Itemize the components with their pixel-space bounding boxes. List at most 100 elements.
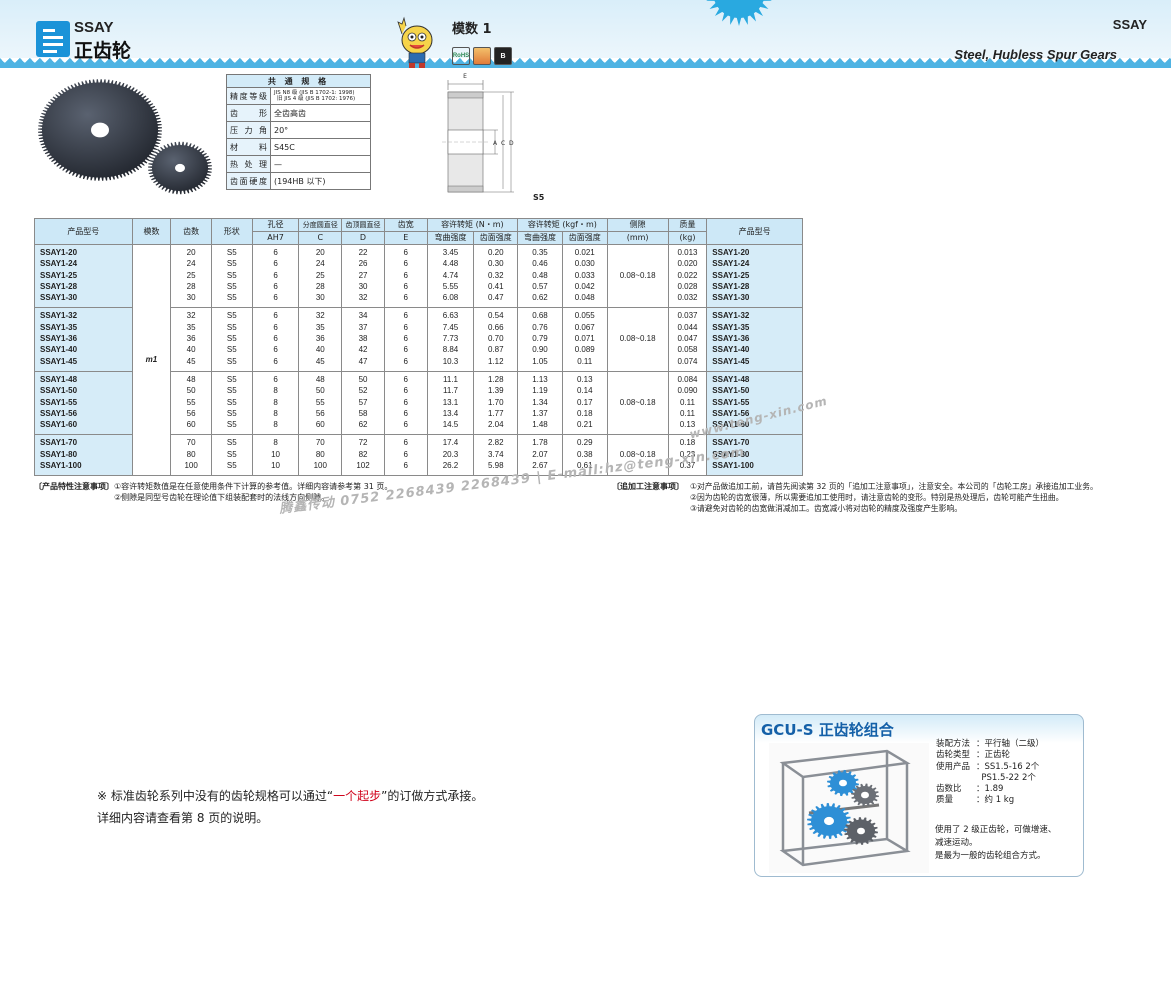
teeth-cell-value: 56 (186, 408, 196, 418)
pitch-dia-cell-value: 28 (315, 281, 325, 291)
mascot-icon (397, 16, 433, 68)
outer-dia-cell-value: 22 (358, 248, 368, 257)
pitch-dia-cell-value: 48 (315, 374, 325, 384)
surface-kgf-cell-value: 0.071 (574, 334, 595, 344)
product-no-cell-value: SSAY1-28 (40, 281, 78, 291)
col-product-no: 产品型号 (34, 218, 133, 245)
bending-kgf-cell-value: 2.67 (532, 461, 548, 471)
face-width-cell-value: 6 (403, 461, 408, 471)
mass-cell-value: 0.11 (679, 408, 695, 418)
bending-nm-cell-value: 3.45 (442, 248, 459, 257)
bending-kgf-cell-value: 1.05 (532, 356, 548, 366)
product-no-right-cell-value: SSAY1-70 (712, 438, 750, 448)
pitch-dia-cell-value: 100 (313, 461, 327, 471)
product-no-right-cell-value: SSAY1-80 (712, 449, 750, 459)
col-surface-nm: 齿面强度 (473, 231, 519, 245)
product-no-cell-value: SSAY1-24 (40, 259, 78, 269)
dim-d-label: D (509, 140, 514, 147)
face-width-cell-value: 6 (403, 322, 408, 332)
gcu-spec-list: 装配方法：平行轴（二级） 齿轮类型：正齿轮 使用产品：SS1.5-16 2个 P… (936, 739, 1044, 807)
module-title: 模数 1 (452, 22, 492, 37)
face-width-cell-value: 6 (403, 438, 408, 448)
product-no-right-cell-value: SSAY1-20 (712, 248, 750, 257)
pitch-dia-cell-value: 24 (315, 259, 325, 269)
col-surface-kgf: 齿面强度 (561, 231, 608, 245)
bore-cell-value: 6 (273, 281, 278, 291)
pitch-dia-cell-value: 20 (315, 248, 325, 257)
outer-dia-cell-value: 38 (358, 334, 368, 344)
series-code-right: SSAY (1112, 17, 1147, 32)
face-width-cell-value: 6 (403, 281, 408, 291)
pitch-dia-cell-value: 40 (315, 345, 325, 355)
product-no-right-cell-value: SSAY1-28 (712, 281, 750, 291)
teeth-cell-value: 30 (186, 293, 196, 303)
shape-cell-value: S5 (226, 311, 237, 321)
pitch-dia-cell-value: 36 (315, 334, 325, 344)
teeth-cell-value: 32 (186, 311, 196, 321)
outer-dia-cell-value: 52 (358, 386, 368, 396)
product-no-cell-value: SSAY1-100 (40, 461, 82, 471)
bore-cell-value: 8 (273, 438, 278, 448)
outer-dia-cell-value: 57 (358, 397, 368, 407)
spec-key: 齿形 (226, 104, 271, 122)
surface-kgf-cell-value: 0.067 (574, 322, 595, 332)
surface-kgf-cell-value: 0.030 (574, 259, 595, 269)
backlash-cell: 0.08~0.18 (606, 434, 669, 477)
series-code: SSAY (74, 19, 114, 36)
spec-value-line: 旧 JIS 4 级 (JIS B 1702: 1976) (277, 96, 356, 102)
mass-cell-value: 0.37 (679, 461, 696, 471)
surface-nm-cell-value: 0.41 (487, 281, 504, 291)
product-no-right-cell-value: SSAY1-36 (712, 334, 750, 344)
common-spec-table: 共 通 规 格 精度等级 JIS N8 级 (JIS B 1702-1: 199… (226, 74, 371, 190)
gcu-spec-label: 装配方法 (936, 739, 971, 749)
gcu-spec-row: 质量：约 1 kg (936, 795, 1044, 806)
note-item: ②侧隙是同型号齿轮在理论值下组装配套时的法线方向侧隙。 (114, 493, 330, 502)
gcu-spec-row: PS1.5-22 2个 (936, 773, 1044, 784)
mass-cell-value: 0.18 (679, 438, 696, 448)
bore-cell-value: 6 (273, 293, 278, 303)
surface-nm-cell-value: 0.87 (487, 345, 504, 355)
mass-cell-value: 0.090 (677, 386, 698, 396)
face-width-cell-value: 6 (403, 374, 408, 384)
surface-kgf-cell-value: 0.14 (576, 386, 593, 396)
shape-s5-label: S5 (533, 193, 545, 202)
custom-order-note: ※ 标准齿轮系列中没有的齿轮规格可以通过“一个起步”的订做方式承接。 详细内容请… (97, 785, 483, 829)
col-bore: 孔径 (251, 218, 300, 232)
product-no-cell-value: SSAY1-80 (40, 449, 78, 459)
teeth-cell-value: 100 (184, 461, 198, 471)
pitch-dia-cell-value: 32 (315, 311, 325, 321)
pitch-dia-cell-value: 50 (315, 386, 325, 396)
teeth-cell-value: 35 (186, 322, 196, 332)
product-no-cell-value: SSAY1-55 (40, 397, 78, 407)
bending-kgf-cell-value: 1.37 (532, 408, 548, 418)
note-item: ②因为齿轮的齿宽很薄，所以需要追加工使用时，请注意齿轮的变形。特别是热处理后，齿… (690, 493, 1064, 502)
badge-row: RoHS B (452, 47, 512, 65)
pitch-dia-cell-value: 60 (315, 420, 325, 430)
surface-kgf-cell-value: 0.21 (576, 420, 593, 430)
shape-cell-value: S5 (226, 259, 237, 269)
pitch-dia-cell-value: 45 (315, 356, 325, 366)
bending-kgf-cell-value: 0.79 (532, 334, 548, 344)
bending-nm-cell-value: 6.63 (442, 311, 459, 321)
bore-cell-value: 6 (273, 356, 278, 366)
product-no-cell-value: SSAY1-70 (40, 438, 78, 448)
dim-e-label: E (463, 73, 467, 80)
col-teeth: 齿数 (170, 218, 212, 245)
bending-kgf-cell-value: 0.76 (532, 322, 548, 332)
order-note-prefix: ※ 标准齿轮系列中没有的齿轮规格可以通过“ (97, 789, 334, 803)
col-torque-nm: 容许转矩 (N・m) (426, 218, 519, 232)
surface-nm-cell-value: 0.66 (487, 322, 504, 332)
pitch-dia-cell-value: 25 (315, 270, 325, 280)
